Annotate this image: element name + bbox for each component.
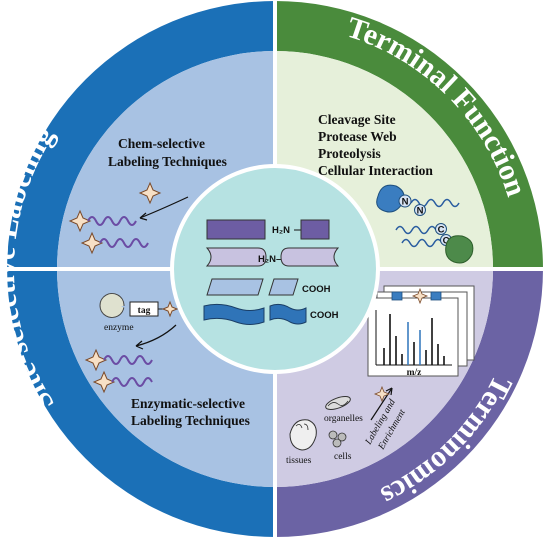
- labeling-arrow-icon: [139, 196, 189, 219]
- protein-blob-icon: [445, 235, 474, 264]
- protein-block: [203, 303, 265, 325]
- h2n-label: H₂N: [272, 225, 290, 236]
- enzymatic-selective-panel: tag enzyme Enzymatic-selective Labeling …: [84, 293, 250, 428]
- cells-icon: [328, 430, 347, 448]
- h2n-dash-label: H₂N–: [258, 254, 281, 265]
- protein-block: [268, 278, 299, 296]
- mass-spectrum-card: [367, 297, 459, 377]
- chem-selective-line1: Chem-selective: [118, 136, 205, 151]
- sparkle-icon: [92, 370, 116, 394]
- function-item-2: Protease Web: [318, 129, 397, 144]
- peptide-chain-icon: [395, 225, 437, 235]
- enzymatic-selective-line1: Enzymatic-selective: [131, 396, 245, 411]
- enzyme-label: enzyme: [104, 323, 134, 333]
- organelle-icon: [325, 396, 351, 410]
- sparkle-icon: [84, 348, 108, 372]
- function-item-1: Cleavage Site: [318, 112, 396, 127]
- organelles-label: organelles: [324, 414, 363, 424]
- protein-block: [206, 219, 266, 240]
- sparkle-icon: [373, 385, 391, 403]
- ring-left-segment: [7, 1, 276, 537]
- mz-axis-label: m/z: [407, 368, 423, 378]
- cooh-label-1: COOH: [302, 284, 331, 295]
- enzyme-icon: [99, 293, 125, 318]
- peptide-chain-icon: [111, 377, 153, 387]
- svg-text:N: N: [417, 206, 424, 217]
- center-circle: [170, 164, 380, 374]
- protein-block: [206, 278, 264, 296]
- function-item-3: Proteolysis: [318, 146, 381, 161]
- labeling-arrow-icon: [135, 324, 177, 347]
- n-terminus-marker: [398, 194, 412, 208]
- c-terminus-marker: [435, 223, 447, 235]
- sparkle-icon: [161, 300, 179, 318]
- terminomics-panel: m/z Labeling and Enrichment organelles t…: [286, 285, 475, 466]
- protein-block: [269, 303, 307, 325]
- cooh-label-2: COOH: [310, 310, 339, 321]
- protein-block: [300, 219, 330, 240]
- sparkle-icon: [411, 287, 429, 305]
- sparkle-icon: [68, 209, 92, 233]
- ring-bottom-right-segment: [275, 269, 543, 537]
- peptide-chain-icon: [103, 355, 153, 365]
- ring-top-right-segment: [275, 1, 543, 269]
- terminal-function-panel: Cleavage Site Protease Web Proteolysis C…: [318, 112, 474, 264]
- enzymatic-selective-line2: Labeling Techniques: [131, 413, 250, 428]
- peptide-chain-icon: [87, 216, 137, 226]
- svg-text:N: N: [402, 197, 409, 208]
- spectrum-peaks: [383, 314, 445, 365]
- svg-text:C: C: [438, 225, 445, 236]
- protein-block: [280, 247, 340, 267]
- peptide-chain-icon: [410, 198, 460, 208]
- chem-selective-panel: Chem-selective Labeling Techniques: [68, 136, 227, 255]
- svg-text:C: C: [443, 236, 450, 247]
- chem-selective-line2: Labeling Techniques: [108, 154, 227, 169]
- cells-label: cells: [334, 452, 352, 462]
- sparkle-icon: [80, 231, 104, 255]
- tag-label: tag: [138, 306, 151, 316]
- terminal-shapes: H₂N H₂N– COOH COOH: [203, 219, 340, 325]
- tissues-label: tissues: [286, 456, 312, 466]
- sparkle-icon: [138, 181, 162, 205]
- n-terminus-marker: [414, 204, 426, 216]
- peptide-chain-icon: [99, 238, 149, 248]
- peptide-chain-icon: [401, 238, 443, 248]
- function-item-4: Cellular Interaction: [318, 163, 433, 178]
- tissue-icon: [289, 419, 317, 451]
- protein-block: [205, 247, 267, 267]
